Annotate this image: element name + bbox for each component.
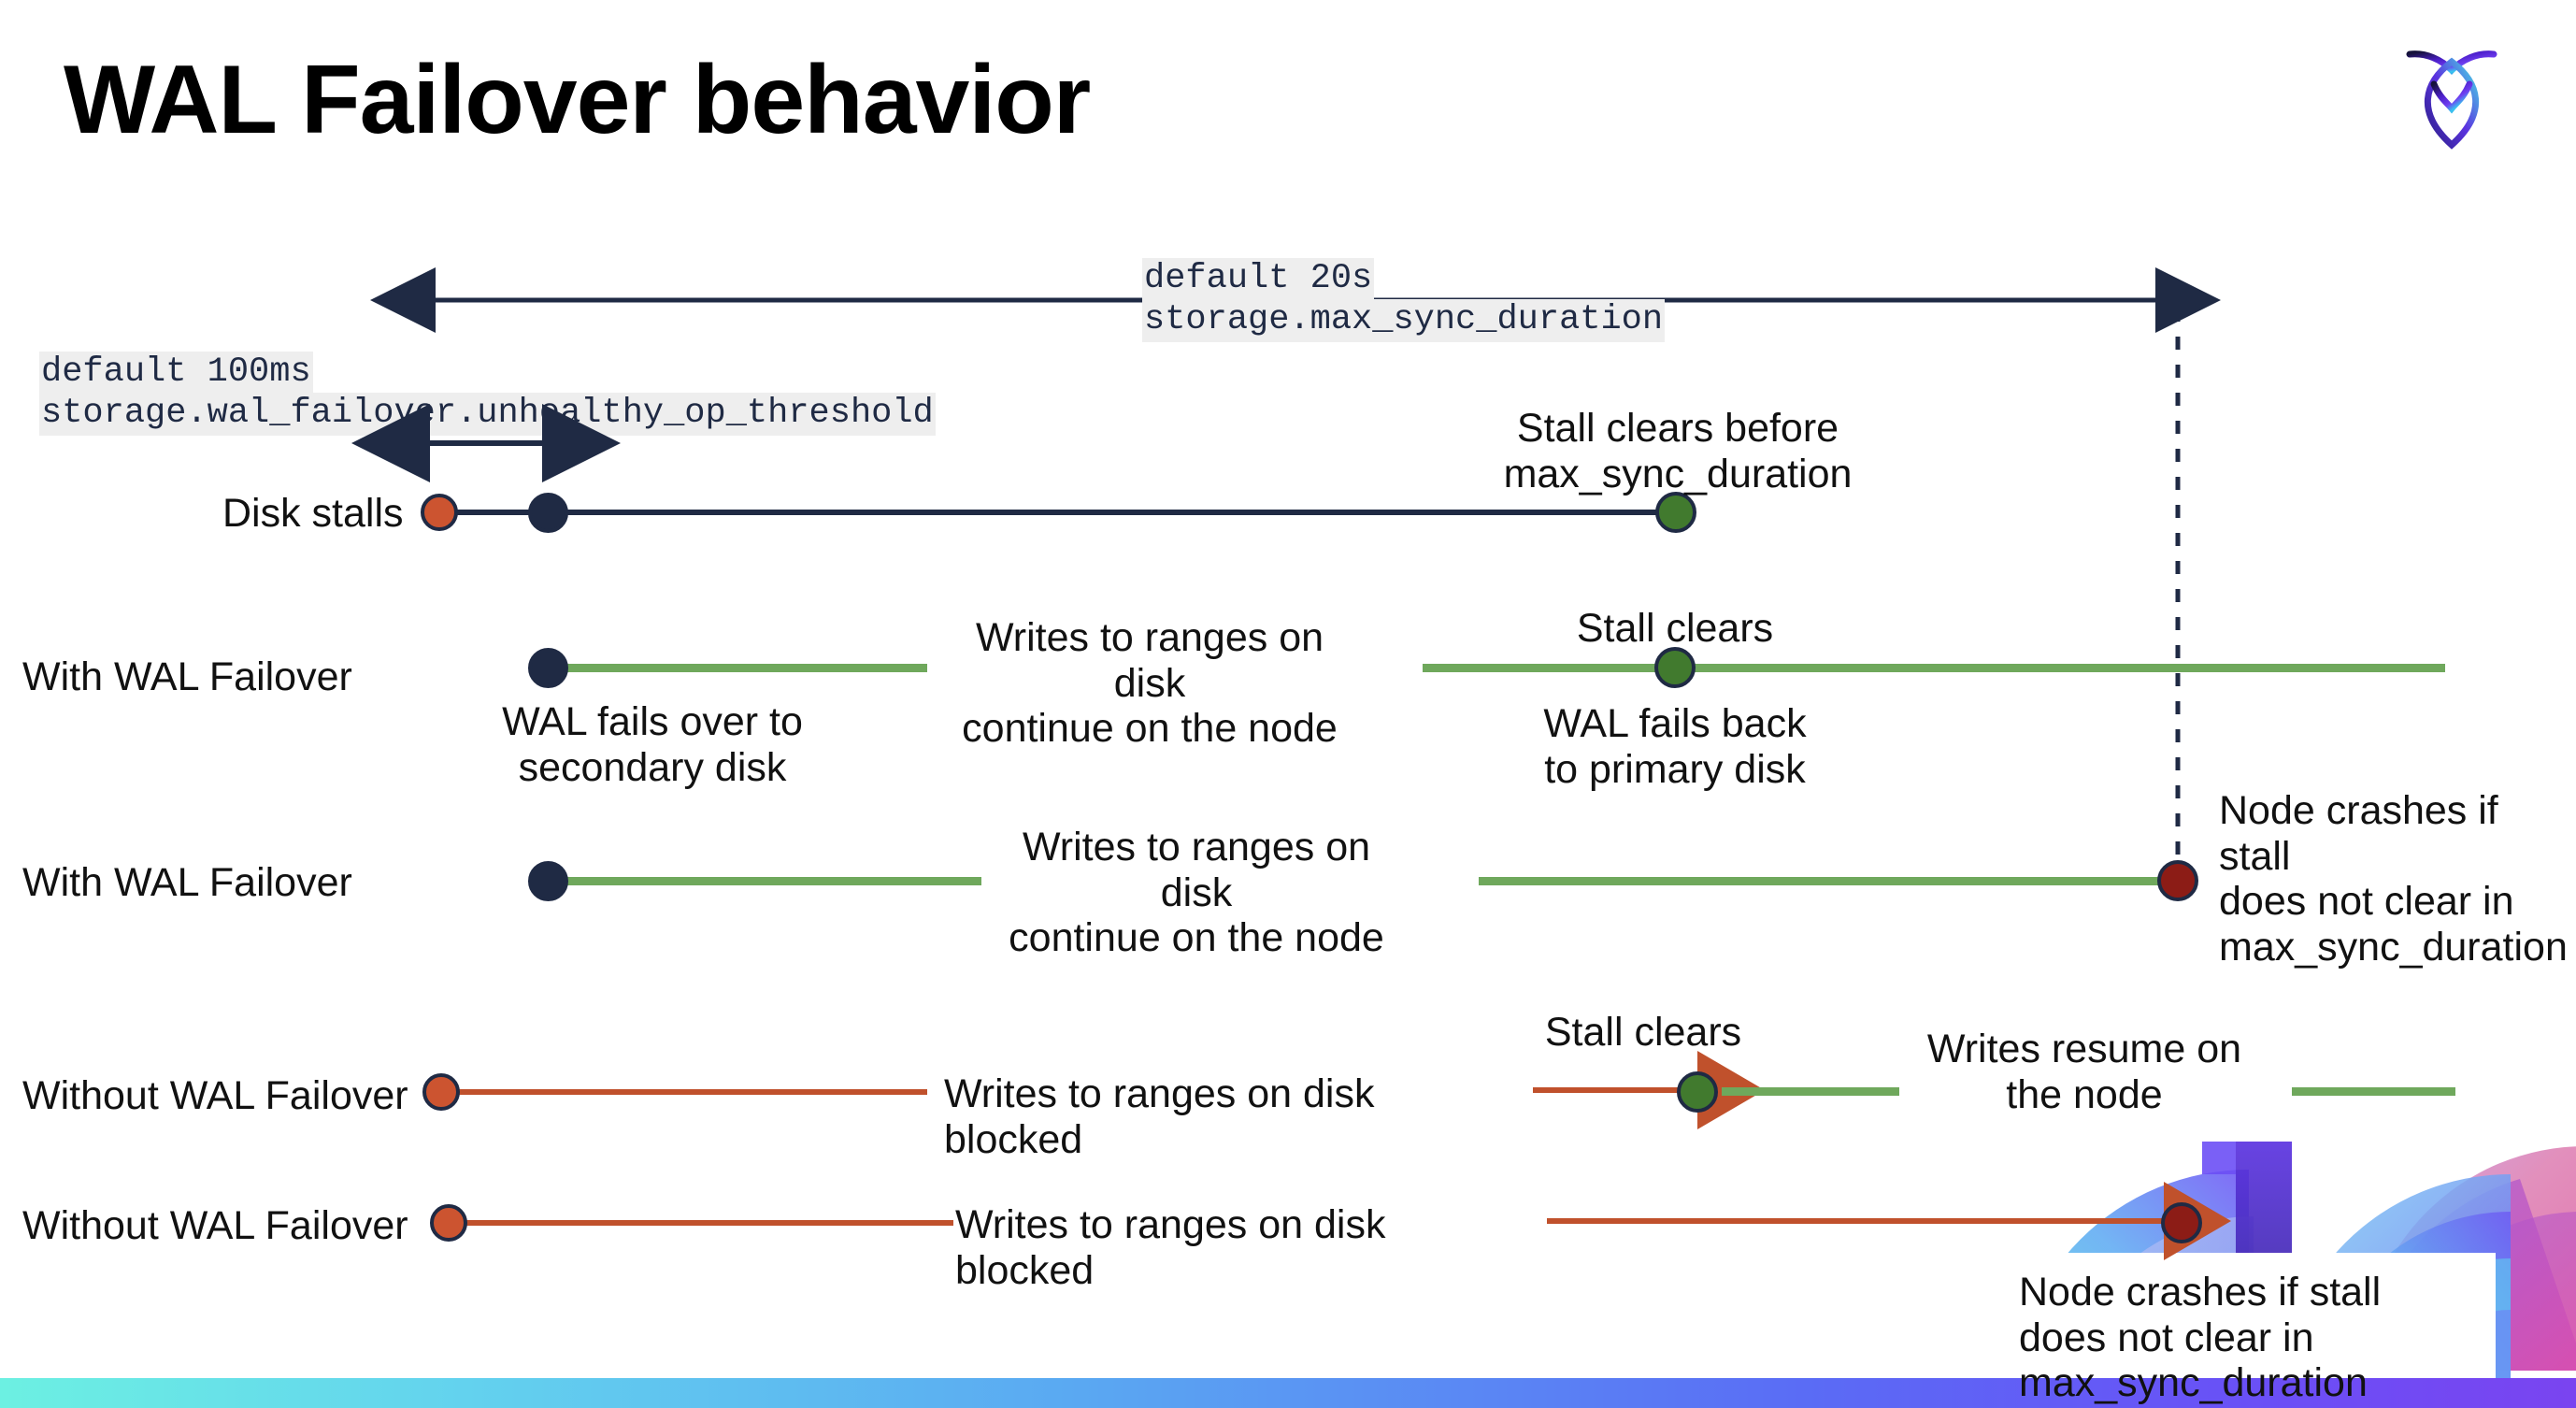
disk-stalls-timeline <box>439 510 1675 515</box>
without-wal-failover-2-blocked-a <box>464 1220 953 1226</box>
row-label-with-wal-failover-2: With WAL Failover <box>22 860 352 905</box>
without-wal-failover-2-crash-marker <box>2161 1202 2202 1243</box>
page-title: WAL Failover behavior <box>64 46 1091 154</box>
disk-stall-start-marker <box>421 494 458 531</box>
without-wal-failover-2-blocked-arrow <box>1547 1182 2231 1260</box>
with-wal-failover-1-segment-b <box>1423 664 2445 672</box>
with-wal-failover-2-start-marker <box>528 861 568 901</box>
note-wal-fails-over: WAL fails over to secondary disk <box>502 699 803 790</box>
row-label-disk-stalls: Disk stalls <box>222 491 404 536</box>
cockroachdb-logo-icon <box>2382 26 2522 166</box>
note-node-crashes-2: Node crashes if stall does not clear in … <box>2019 1270 2382 1406</box>
max-sync-duration-guide-line <box>2175 309 2181 871</box>
with-wal-failover-2-segment-a <box>542 877 981 885</box>
note-writes-continue-2: Writes to ranges on disk continue on the… <box>1009 825 1384 961</box>
with-wal-failover-1-segment-a <box>542 664 927 672</box>
without-wal-failover-1-start-marker <box>422 1073 460 1111</box>
row-label-with-wal-failover-1: With WAL Failover <box>22 654 352 699</box>
note-writes-continue-1: Writes to ranges on disk continue on the… <box>962 615 1338 752</box>
note-stall-clears-2: Stall clears <box>1544 1010 1742 1055</box>
without-wal-failover-1-blocked-a <box>455 1089 927 1095</box>
note-node-crashes-1: Node crashes if stall does not clear in … <box>2219 788 2568 970</box>
without-wal-failover-1-resume-b <box>2292 1087 2455 1096</box>
note-writes-blocked-2: Writes to ranges on disk blocked <box>955 1202 1386 1293</box>
row-label-without-wal-failover-1: Without WAL Failover <box>22 1073 408 1118</box>
without-wal-failover-1-blocked-arrow <box>1533 1051 1765 1129</box>
with-wal-failover-1-start-marker <box>528 648 568 688</box>
disk-stall-clear-marker <box>1655 492 1696 533</box>
note-writes-resume: Writes resume on the node <box>1926 1027 2242 1117</box>
with-wal-failover-2-segment-b <box>1479 877 2170 885</box>
row-label-without-wal-failover-2: Without WAL Failover <box>22 1203 408 1248</box>
note-wal-fails-back: WAL fails back to primary disk <box>1543 701 1807 792</box>
note-stall-clears-1: Stall clears <box>1576 606 1774 651</box>
with-wal-failover-2-crash-marker <box>2157 860 2198 901</box>
note-stall-clears-before-max: Stall clears before max_sync_duration <box>1503 406 1853 496</box>
max-sync-default-label: default 20s <box>1142 258 1375 301</box>
bottom-gradient-bar <box>0 1378 2576 1408</box>
unhealthy-op-default-label: default 100ms <box>39 352 313 395</box>
wal-failover-trigger-marker <box>528 493 568 533</box>
note-writes-blocked-1: Writes to ranges on disk blocked <box>944 1071 1375 1162</box>
unhealthy-op-threshold-span-arrow <box>351 404 621 482</box>
without-wal-failover-1-resume-a <box>1722 1087 1899 1096</box>
without-wal-failover-1-clear-marker <box>1677 1071 1718 1113</box>
without-wal-failover-2-start-marker <box>430 1204 467 1242</box>
with-wal-failover-1-clear-marker <box>1654 647 1696 688</box>
max-sync-setting-label: storage.max_sync_duration <box>1142 299 1666 342</box>
